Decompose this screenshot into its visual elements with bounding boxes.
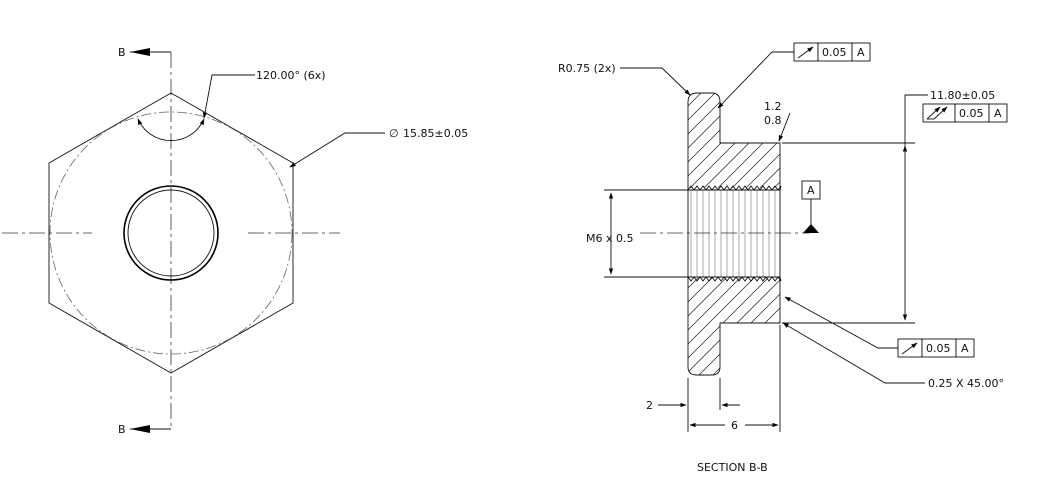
- radius-callout: R0.75 (2x): [558, 62, 616, 75]
- hatch-line: [688, 93, 780, 375]
- overall-width-dim: 6: [731, 419, 738, 432]
- roughness-leader: [778, 112, 791, 142]
- thread-lines: [690, 190, 776, 277]
- diameter-symbol: ∅: [389, 127, 399, 140]
- hatch-line: [688, 93, 780, 375]
- chamfer-leader: [782, 322, 925, 384]
- hatch-line: [688, 93, 780, 375]
- hatch-line: [688, 93, 743, 375]
- hatch-line: [230, 80, 630, 480]
- angle-leader: [202, 74, 255, 119]
- hatch-line: [688, 93, 780, 375]
- hatch-line: [705, 93, 780, 375]
- hatch-line: [688, 93, 780, 375]
- bore-outer-circle: [123, 185, 219, 281]
- datum-a-symbol: A: [801, 180, 821, 233]
- hatch-line: [688, 93, 780, 375]
- hatch-line: [688, 93, 780, 375]
- roughness-top: 1.2: [764, 100, 782, 113]
- radius-leader: [620, 67, 691, 96]
- hatch-line: [688, 93, 715, 375]
- bore-inner-circle: [127, 189, 215, 277]
- datum-label: A: [807, 184, 815, 197]
- hatch-line: [691, 93, 780, 375]
- hatch-line: [272, 80, 672, 480]
- hatch-line: [688, 93, 780, 375]
- section-outline: [687, 92, 781, 376]
- fcf-right: 0.05 A: [922, 103, 1008, 123]
- chamfer-circle: [49, 111, 293, 355]
- section-view: M6 x 0.5 R0.75 (2x) 0.05 A 1.2 0.8 A: [160, 42, 1008, 480]
- chamfer-callout: 0.25 X 45.00°: [928, 377, 1004, 390]
- section-marker-top: B: [118, 46, 171, 59]
- fcf-top: 0.05 A: [793, 42, 871, 62]
- hatch-line: [688, 93, 780, 375]
- hatch-line: [688, 93, 729, 375]
- hatch-line: [688, 93, 780, 375]
- hatch-line: [244, 80, 644, 480]
- fcf-right-datum: A: [994, 107, 1002, 120]
- section-label-top: B: [118, 46, 126, 59]
- fcf-bottom-datum: A: [961, 342, 969, 355]
- flange-thickness-dim: 2: [646, 399, 653, 412]
- section-label-bottom: B: [118, 423, 126, 436]
- diameter-leader: [289, 132, 385, 168]
- fcf-bottom-leader: [784, 296, 898, 349]
- hatch-line: [160, 80, 560, 480]
- roughness-bottom: 0.8: [764, 114, 782, 127]
- hatch-line: [688, 93, 780, 375]
- fcf-right-tolerance: 0.05: [959, 107, 984, 120]
- hatch-line: [688, 93, 701, 375]
- angle-arc: [137, 118, 205, 141]
- section-caption: SECTION B-B: [697, 461, 768, 474]
- length-dim: 11.80±0.05: [930, 89, 995, 102]
- fcf-top-tolerance: 0.05: [822, 46, 847, 59]
- thread-callout: M6 x 0.5: [586, 232, 634, 245]
- hatch-line: [688, 93, 780, 375]
- hatch-line: [202, 80, 602, 480]
- front-view: B B 120.00° (6x) ∅ 15.85±0.05: [2, 46, 468, 436]
- fcf-bottom: 0.05 A: [897, 338, 975, 358]
- fcf-top-leader: [717, 51, 794, 109]
- hatch-line: [286, 80, 686, 480]
- section-marker-bottom: B: [118, 423, 171, 436]
- fcf-bottom-tolerance: 0.05: [926, 342, 951, 355]
- hatch-line: [688, 93, 757, 375]
- hatch-line: [258, 80, 658, 480]
- hatch-line: [174, 80, 574, 480]
- diameter-callout: 15.85±0.05: [403, 127, 468, 140]
- hatch-line: [688, 93, 771, 375]
- fcf-top-datum: A: [857, 46, 865, 59]
- angle-callout: 120.00° (6x): [256, 69, 326, 82]
- hatch-line: [216, 80, 616, 480]
- hatch-line: [688, 93, 780, 375]
- hatch-line: [688, 93, 780, 375]
